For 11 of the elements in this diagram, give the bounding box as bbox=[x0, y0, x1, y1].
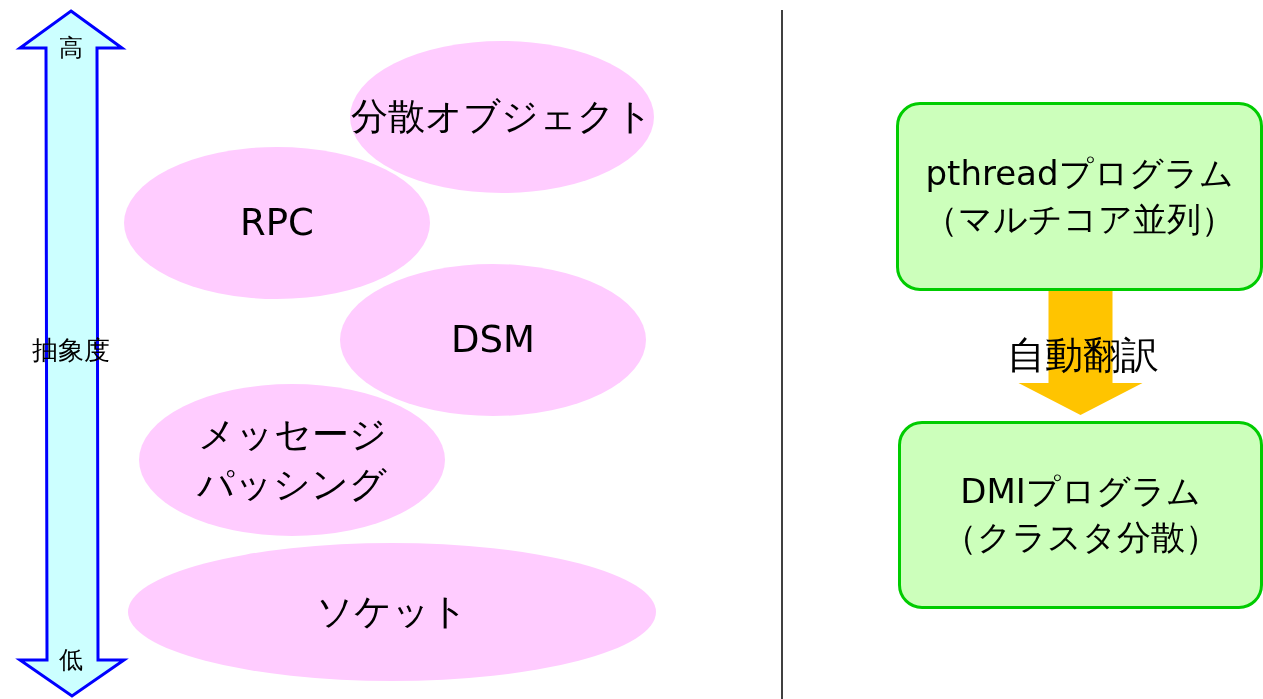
scale-label: 高 bbox=[59, 33, 83, 64]
node-label: pthreadプログラム（マルチコア並列） bbox=[923, 151, 1236, 241]
node-label: DSM bbox=[450, 317, 536, 364]
node-label: ソケット bbox=[315, 589, 469, 636]
scale-label: 低 bbox=[59, 645, 83, 676]
node-label: DMIプログラム（クラスタ分散） bbox=[941, 470, 1220, 559]
rounded-box bbox=[898, 421, 1263, 609]
node-label: RPC bbox=[239, 200, 315, 247]
node-label: 分散オブジェクト bbox=[350, 94, 654, 141]
rounded-box bbox=[896, 102, 1263, 291]
node-label: メッセージパッシング bbox=[196, 412, 388, 508]
